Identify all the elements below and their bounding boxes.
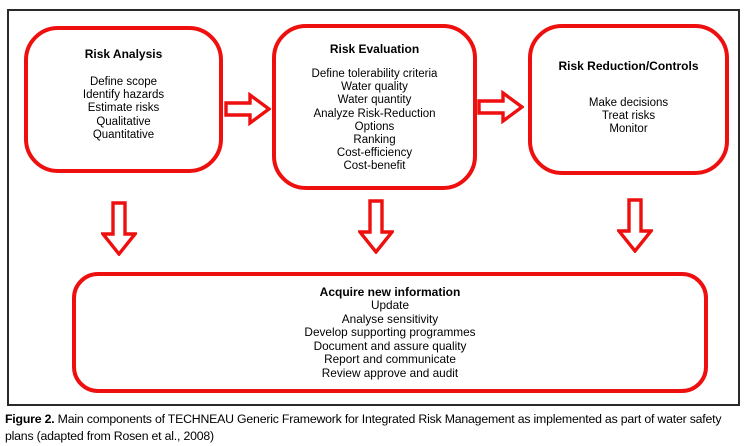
box-title: Risk Analysis xyxy=(84,47,163,61)
list-item: Water quality xyxy=(341,81,408,94)
list-item: Treat risks xyxy=(601,110,656,123)
list-item: Analyse sensitivity xyxy=(341,311,439,326)
list-item: Cost-benefit xyxy=(343,160,406,173)
list-item: Make decisions xyxy=(588,97,669,109)
arrow-down-icon xyxy=(617,198,653,253)
list-item: Develop supporting programmes xyxy=(304,325,476,339)
box-risk-evaluation: Risk Evaluation Define tolerability crit… xyxy=(272,24,477,190)
list-item: Estimate risks xyxy=(87,102,160,115)
list-item: Define scope xyxy=(89,76,158,88)
list-item: Water quantity xyxy=(337,94,412,107)
arrow-right-icon xyxy=(477,90,524,124)
list-item: Analyze Risk-Reduction xyxy=(313,107,436,120)
figure-caption-text: Main components of TECHNEAU Generic Fram… xyxy=(5,412,722,443)
list-item: Identify hazards xyxy=(82,89,165,102)
list-item: Ranking xyxy=(353,134,396,147)
box-title: Risk Evaluation xyxy=(329,42,420,56)
list-item: Review approve and audit xyxy=(321,365,459,380)
list-item: Report and communicate xyxy=(324,352,456,366)
figure-caption-label: Figure 2. xyxy=(5,412,55,426)
box-title: Acquire new information xyxy=(319,285,461,299)
box-title: Risk Reduction/Controls xyxy=(558,59,699,73)
list-item: Cost-efficiency xyxy=(336,147,413,160)
list-item: Quantitative xyxy=(92,128,155,141)
arrow-down-icon xyxy=(358,199,394,254)
list-item: Monitor xyxy=(609,123,648,136)
arrow-down-icon xyxy=(101,201,137,256)
list-item: Document and assure quality xyxy=(313,338,467,353)
list-item: Qualitative xyxy=(96,115,151,128)
list-item: Define tolerability criteria xyxy=(311,68,438,80)
list-item: Options xyxy=(354,120,395,133)
arrow-right-icon xyxy=(224,92,271,126)
list-item: Update xyxy=(370,298,410,312)
figure-caption: Figure 2. Main components of TECHNEAU Ge… xyxy=(5,411,750,444)
